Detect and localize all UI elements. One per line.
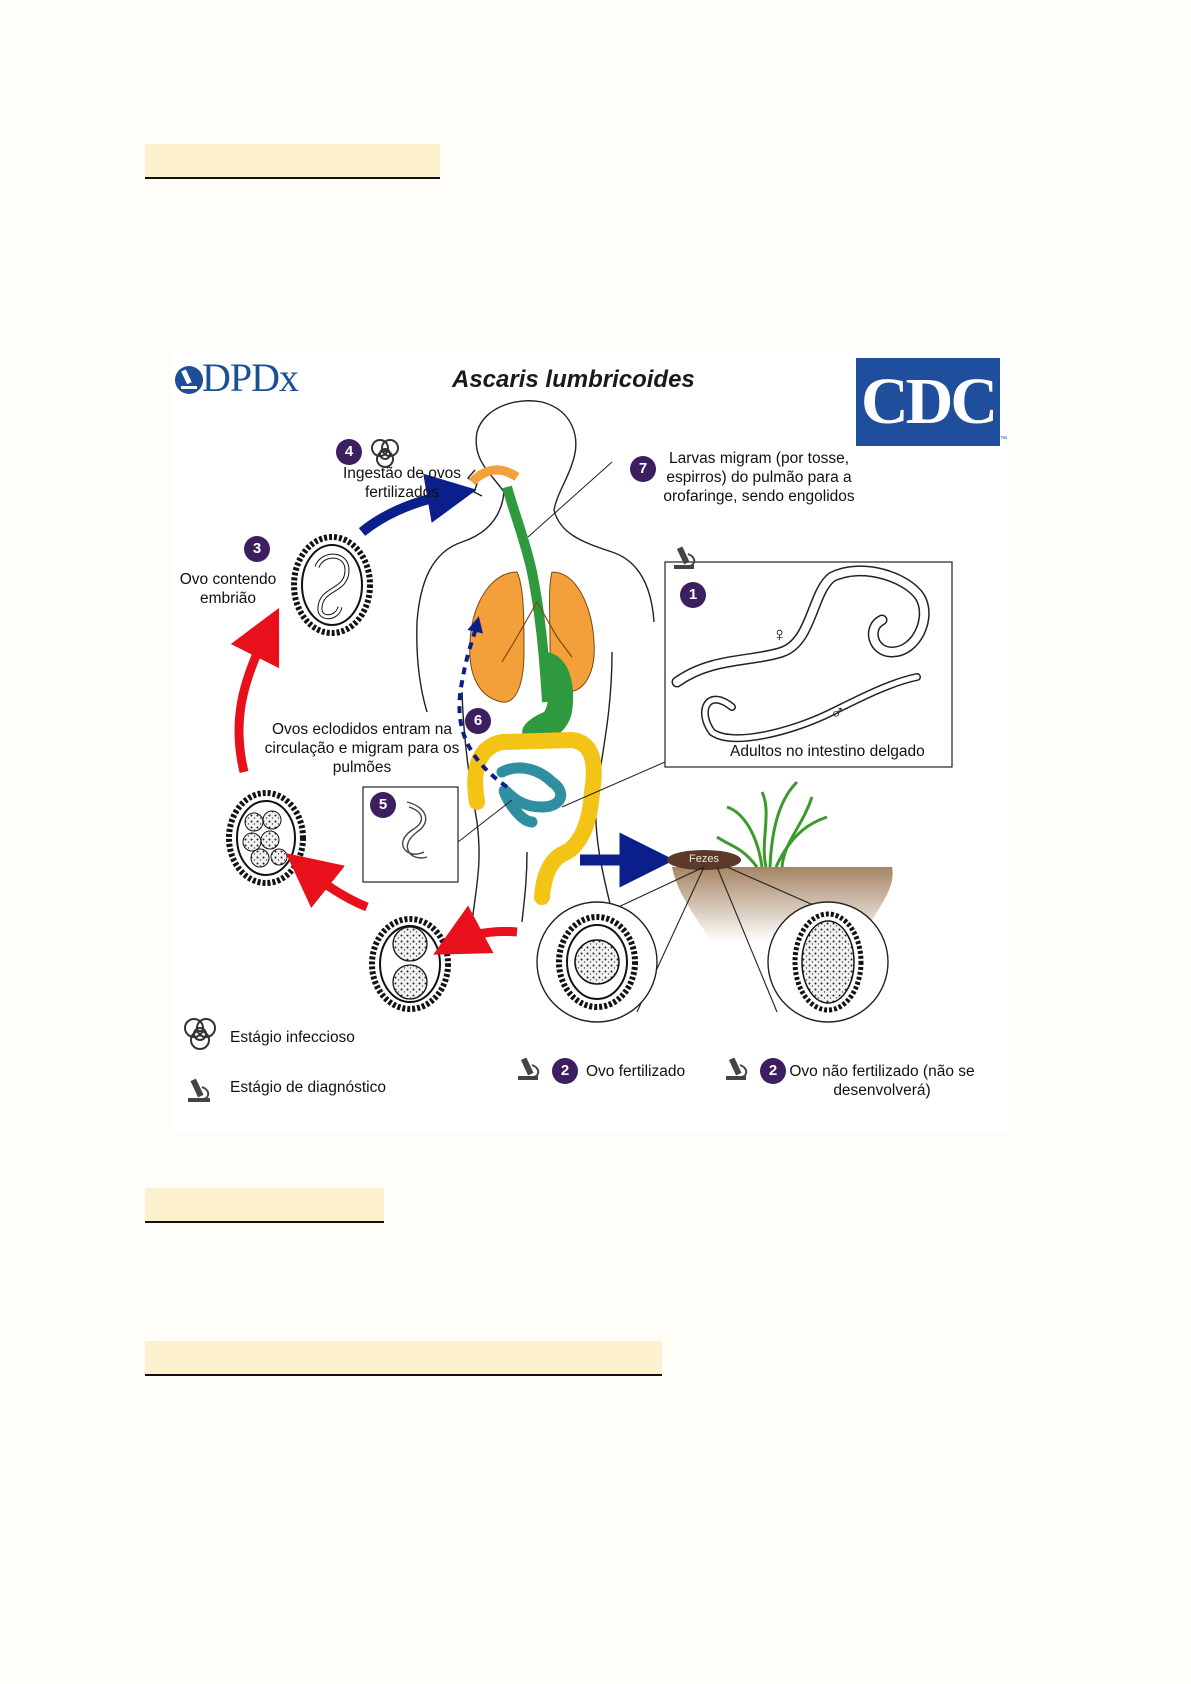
grass [716, 780, 828, 868]
biohazard-icon [184, 1018, 216, 1050]
red-arrow-to-embryonated [230, 607, 280, 774]
feces [667, 850, 741, 870]
stage-1-badge: 1 [680, 582, 706, 608]
two-cell-egg [369, 916, 451, 1012]
multi-cell-egg [226, 790, 306, 886]
stage-4-label: Ingestão de ovos fertilizados [342, 465, 462, 501]
ingestion-arrow [358, 473, 477, 536]
microscope-icon [188, 1078, 210, 1102]
stage-2-badge: 2 [552, 1058, 578, 1084]
stage-7-label: Larvas migram (por tosse, espirros) do p… [663, 450, 855, 505]
legend-infectious-label: Estágio infeccioso [230, 1029, 355, 1046]
red-arrow-to-two-cell [433, 905, 518, 955]
life-cycle-figure: DPDx Ascaris lumbricoides CDC ™ 4 7 3 1 … [172, 352, 1008, 1132]
stage-2-badge: 2 [760, 1058, 786, 1084]
section-heading-1 [145, 144, 440, 179]
biohazard-icon [371, 439, 399, 468]
female-symbol: ♀ [772, 624, 787, 646]
stage-7-leader-line [527, 461, 613, 538]
trademark: ™ [1000, 436, 1007, 443]
microscope-icon [518, 1057, 540, 1080]
red-arrow-to-multi-cell [285, 853, 369, 912]
dpdx-logo: DPDx [202, 355, 299, 400]
stage-5-badge: 5 [370, 792, 396, 818]
legend-diagnostic-label: Estágio de diagnóstico [230, 1079, 386, 1096]
cdc-logo: CDC [856, 358, 1000, 446]
larva [401, 801, 428, 859]
section-heading-2 [145, 1188, 384, 1223]
migration-dashed-arrow [457, 616, 509, 789]
stage-1-label: Adultos no intestino delgado [730, 743, 925, 760]
esophagus [502, 485, 552, 703]
large-intestine [467, 731, 602, 905]
section-heading-3 [145, 1341, 662, 1376]
larva-leader-line [457, 799, 513, 843]
unfertilized-egg [792, 911, 864, 1013]
stage-6-label: Ovos eclodidos entram na circulação e mi… [264, 721, 460, 776]
stage-2-fertilized-label: Ovo fertilizado [586, 1063, 686, 1080]
stage-2-unfertilized-label: Ovo não fertilizado (não se desenvolverá… [789, 1063, 975, 1099]
small-intestine [496, 762, 567, 828]
stage-3-label: Ovo contendo embrião [179, 571, 277, 607]
male-symbol: ♂ [830, 702, 845, 724]
stage-7-badge: 7 [630, 456, 656, 482]
feces-label: Fezes [689, 853, 719, 865]
embryonated-egg [291, 534, 373, 636]
left-lung [469, 571, 525, 703]
microscope-icon [674, 546, 696, 569]
microscope-icon [726, 1057, 748, 1080]
stage-4-badge: 4 [336, 439, 362, 465]
stomach [522, 652, 574, 741]
stage-6-badge: 6 [465, 708, 491, 734]
fertilized-egg [556, 914, 638, 1010]
diagram-title: Ascaris lumbricoides [452, 366, 695, 393]
adults-leader-line [561, 761, 666, 808]
stage-3-badge: 3 [244, 536, 270, 562]
